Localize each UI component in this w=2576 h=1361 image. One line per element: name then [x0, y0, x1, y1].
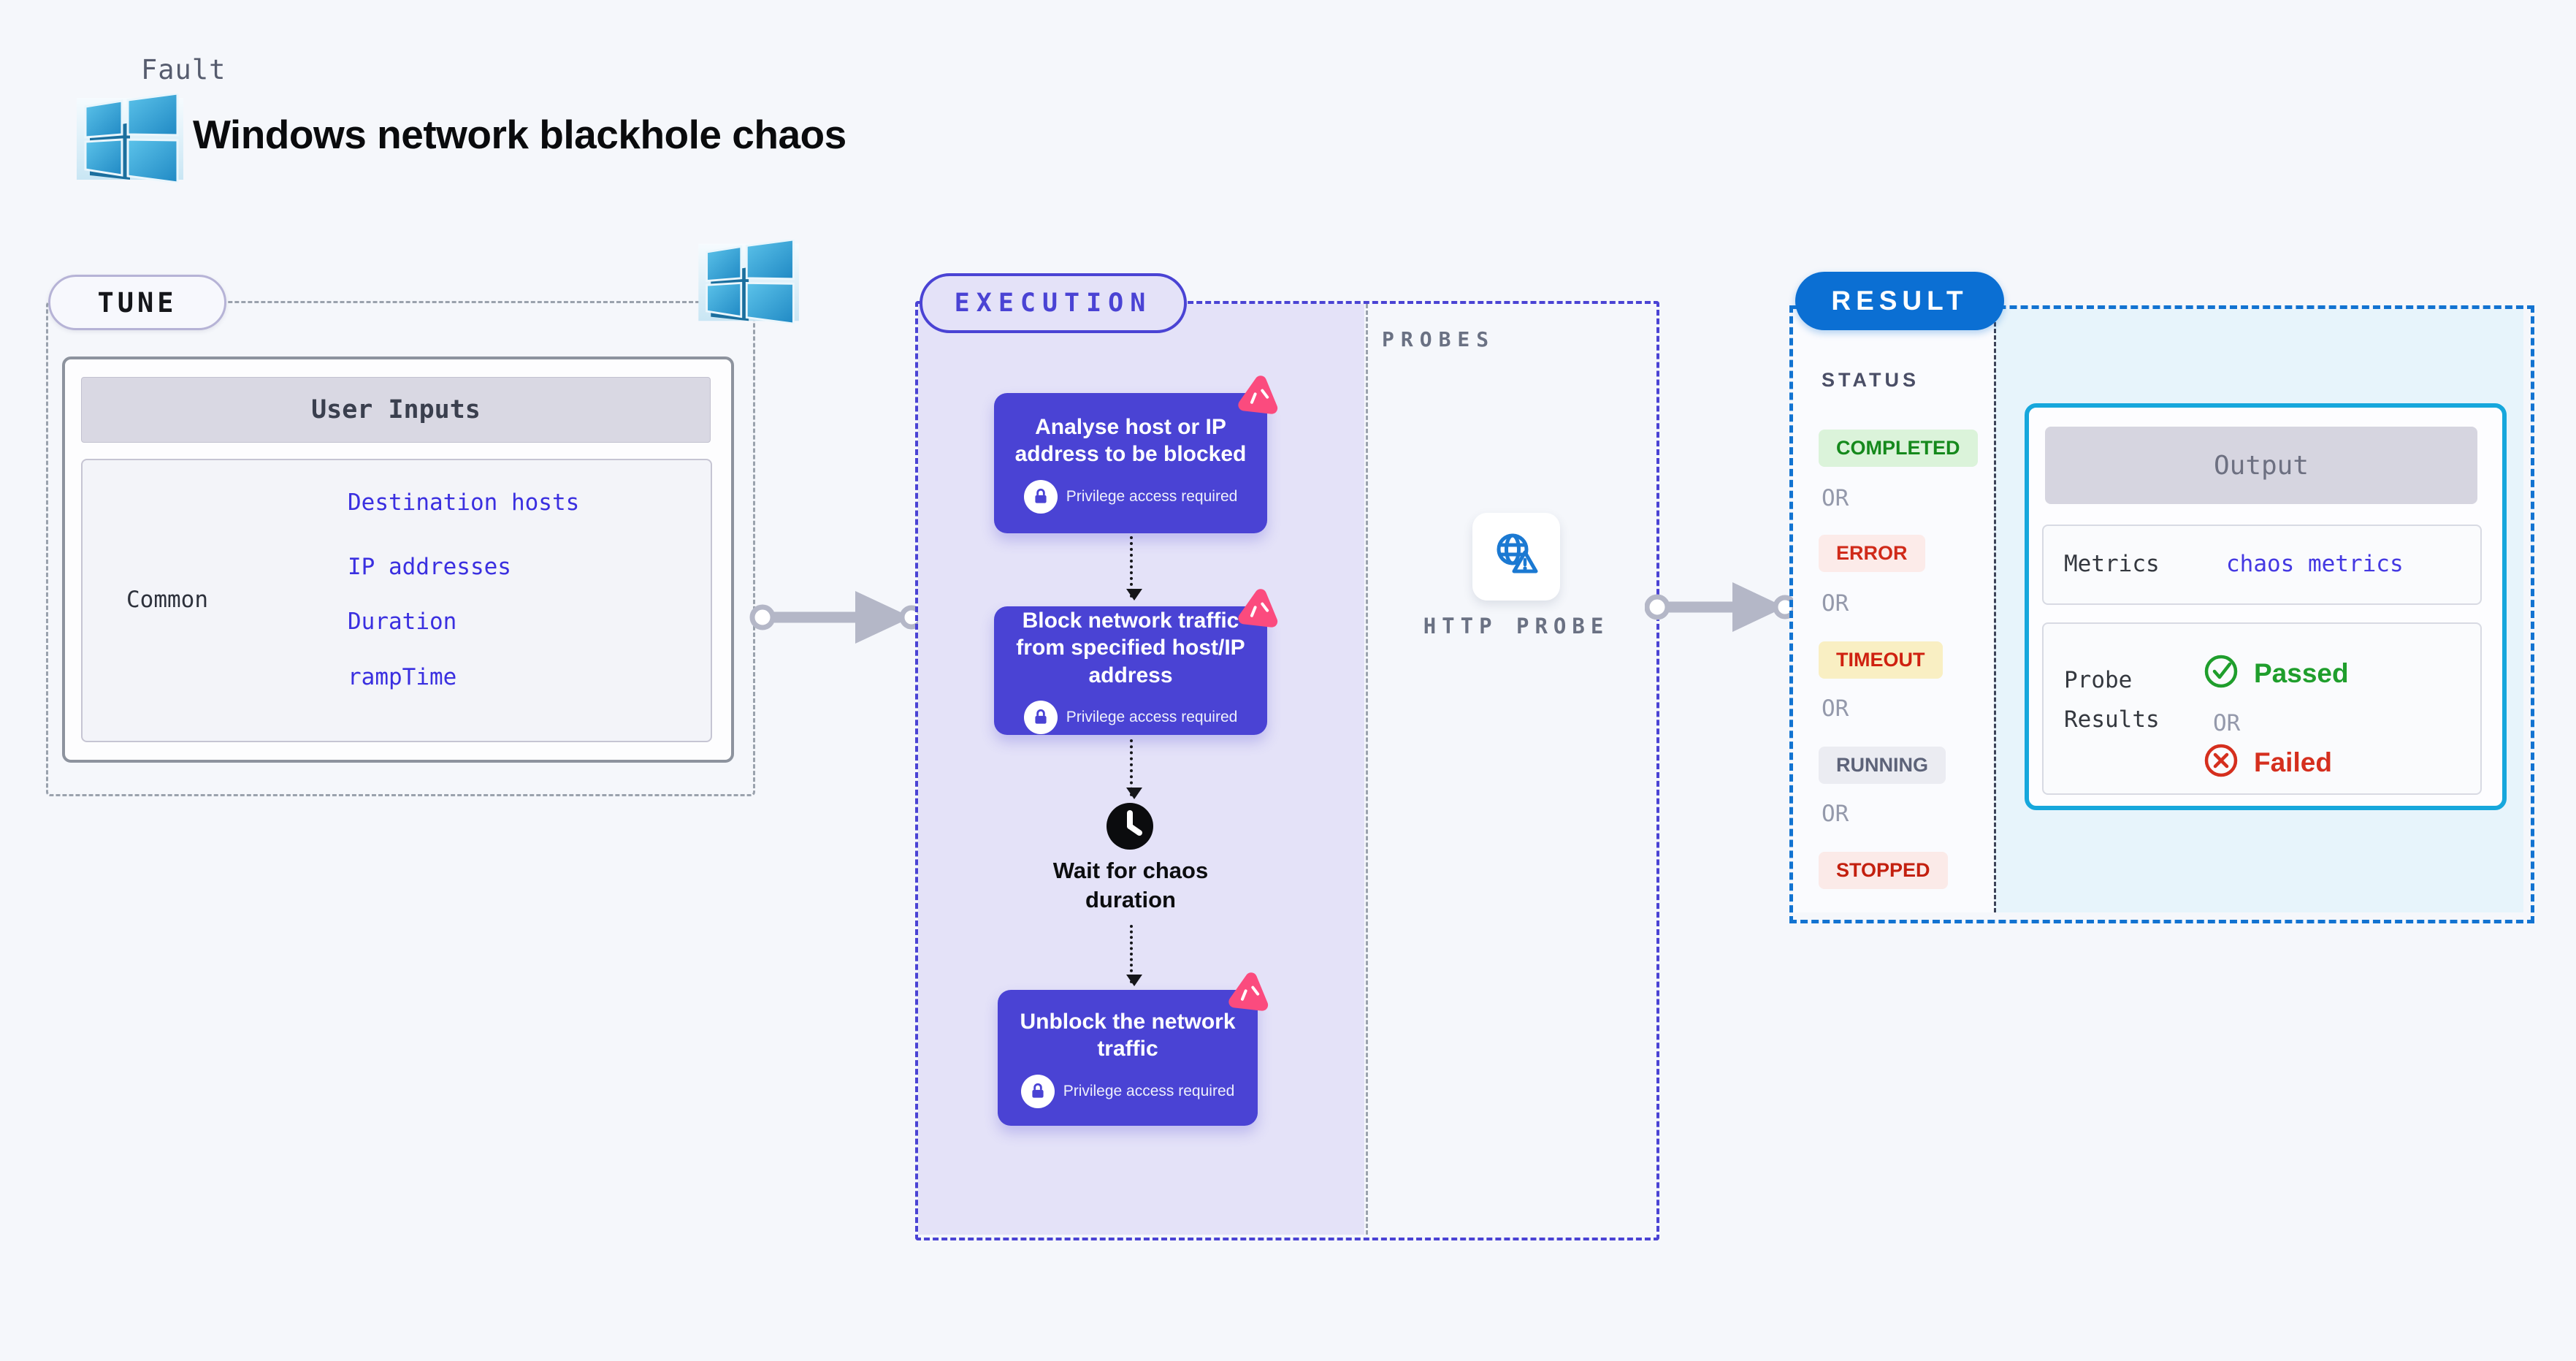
or-separator: OR	[1822, 590, 1849, 617]
status-badge-stopped: STOPPED	[1819, 852, 1948, 889]
probe-results-row: Probe Results Passed OR Failed	[2042, 622, 2482, 795]
status-badge-error: ERROR	[1819, 535, 1925, 572]
windows-target-icon	[695, 238, 805, 327]
execution-section-outline	[915, 301, 1659, 1240]
flow-arrow	[1126, 536, 1142, 601]
tune-section-outline	[46, 301, 755, 796]
http-probe-label: HTTP PROBE	[1423, 614, 1610, 638]
status-badge-running: RUNNING	[1819, 747, 1946, 784]
or-separator: OR	[2213, 710, 2241, 736]
status-badge-timeout: TIMEOUT	[1819, 641, 1943, 679]
result-section-pill: RESULT	[1795, 272, 2004, 330]
or-separator: OR	[1822, 485, 1849, 511]
output-card: Output Metrics chaos metrics Probe Resul…	[2025, 403, 2507, 810]
page-title: Windows network blackhole chaos	[193, 112, 846, 157]
metrics-row: Metrics chaos metrics	[2042, 525, 2482, 605]
litmus-chaos-icon	[1235, 587, 1282, 638]
flow-arrow	[1126, 739, 1142, 799]
step-title: Unblock the network traffic	[1020, 1009, 1236, 1061]
input-link-destination-hosts[interactable]: Destination hosts	[348, 489, 580, 516]
failed-label: Failed	[2254, 747, 2332, 777]
status-column-title: STATUS	[1822, 369, 1919, 391]
windows-logo-icon	[77, 92, 186, 186]
litmus-chaos-icon	[1235, 374, 1282, 424]
input-link-ip-addresses[interactable]: IP addresses	[348, 554, 511, 580]
fault-eyebrow: Fault	[141, 54, 226, 85]
litmus-chaos-icon	[1226, 971, 1272, 1021]
chaos-metrics-link[interactable]: chaos metrics	[2226, 551, 2404, 577]
status-output-divider	[1994, 309, 1996, 912]
check-circle-icon	[2203, 653, 2239, 693]
step-title: Block network traffic from specified hos…	[1016, 608, 1245, 687]
status-badge-completed: COMPLETED	[1819, 430, 1978, 467]
wait-step-label: Wait for chaos duration	[1052, 858, 1209, 913]
user-inputs-table: Common Destination hosts IP addresses Du…	[81, 459, 712, 742]
user-inputs-title: User Inputs	[81, 377, 711, 443]
globe-alert-icon	[1491, 530, 1542, 584]
metrics-label: Metrics	[2064, 551, 2160, 577]
tune-section-pill: TUNE	[48, 275, 226, 330]
result-section-outline	[1789, 305, 2534, 923]
passed-label: Passed	[2254, 657, 2349, 688]
lock-icon	[1020, 1074, 1055, 1108]
status-panel-background	[1793, 309, 1994, 912]
input-group-label: Common	[126, 587, 208, 613]
or-separator: OR	[1822, 801, 1849, 827]
step-title: Analyse host or IP address to be blocked	[1014, 414, 1247, 467]
step-unblock-traffic[interactable]: Unblock the network traffic Privilege ac…	[998, 972, 1269, 1126]
x-circle-icon	[2203, 742, 2239, 782]
clock-icon	[1106, 802, 1154, 854]
http-probe-tile[interactable]	[1472, 513, 1560, 601]
execution-section-pill: EXECUTION	[920, 273, 1187, 333]
privilege-note: Privilege access required	[1066, 709, 1238, 726]
output-card-title: Output	[2045, 427, 2477, 504]
privilege-note: Privilege access required	[1063, 1082, 1235, 1099]
tune-to-execution-arrow	[749, 591, 924, 644]
input-link-duration[interactable]: Duration	[348, 609, 457, 635]
execution-probes-divider	[1366, 304, 1368, 1235]
probes-section-label: PROBES	[1382, 327, 1496, 351]
user-inputs-card: User Inputs Common Destination hosts IP …	[62, 357, 734, 763]
step-analyse-host[interactable]: Analyse host or IP address to be blocked…	[994, 375, 1278, 533]
step-block-traffic[interactable]: Block network traffic from specified hos…	[994, 589, 1278, 735]
input-link-ramptime[interactable]: rampTime	[348, 664, 457, 690]
or-separator: OR	[1822, 695, 1849, 722]
flow-arrow	[1126, 925, 1142, 986]
lock-icon	[1023, 479, 1058, 514]
probe-results-label: Probe Results	[2064, 667, 2160, 733]
execution-to-result-arrow	[1645, 582, 1797, 632]
privilege-note: Privilege access required	[1066, 487, 1238, 505]
lock-icon	[1023, 701, 1058, 735]
